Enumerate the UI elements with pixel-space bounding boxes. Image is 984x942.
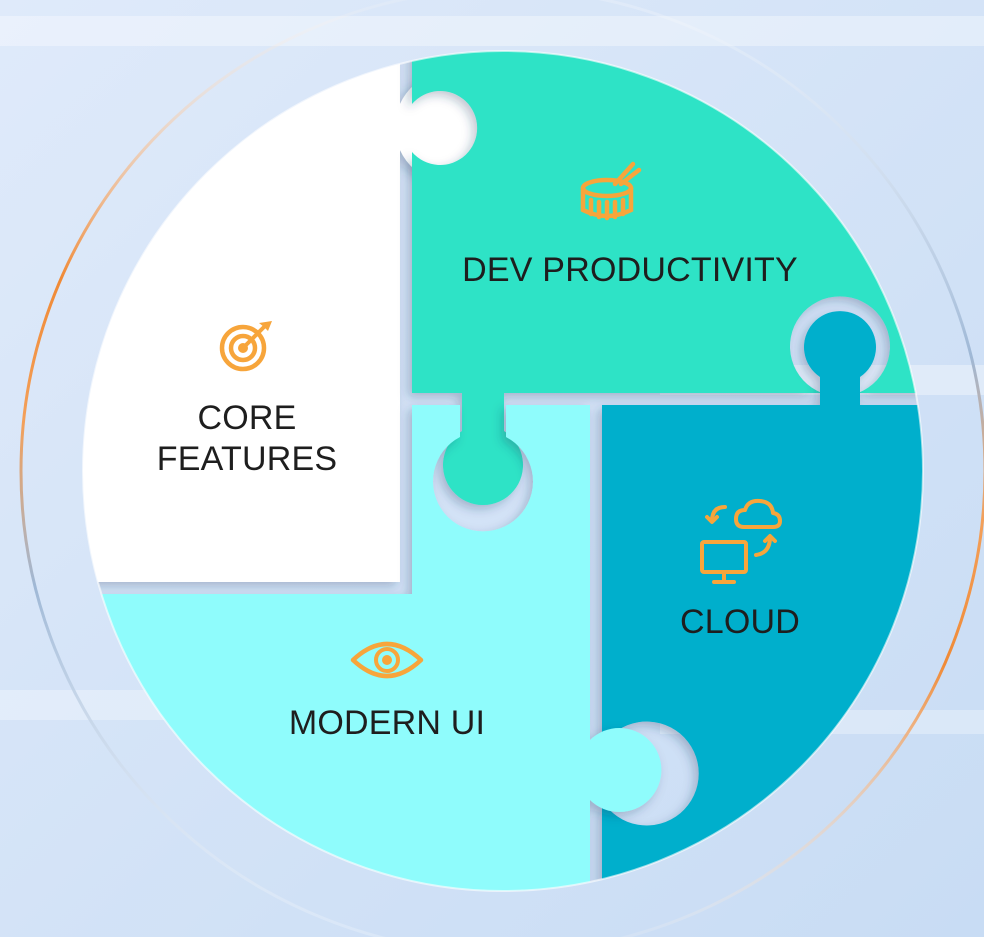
label-core-features-line2: FEATURES	[156, 440, 338, 478]
cloud-sync-icon	[698, 497, 782, 589]
circle-outline	[82, 50, 924, 892]
drum-icon	[577, 161, 643, 222]
eye-icon	[349, 638, 425, 682]
decor-stripe-top	[0, 16, 984, 46]
label-dev-productivity: DEV PRODUCTIVITY	[462, 251, 798, 289]
ring-arc-left	[19, 0, 409, 937]
target-icon	[216, 315, 276, 375]
label-modern-ui: MODERN UI	[288, 704, 486, 742]
label-core-features: CORE FEATURES	[157, 398, 337, 480]
outer-ring	[19, 0, 984, 937]
label-core-features-line1: CORE	[197, 399, 297, 437]
label-cloud: CLOUD	[679, 603, 801, 641]
